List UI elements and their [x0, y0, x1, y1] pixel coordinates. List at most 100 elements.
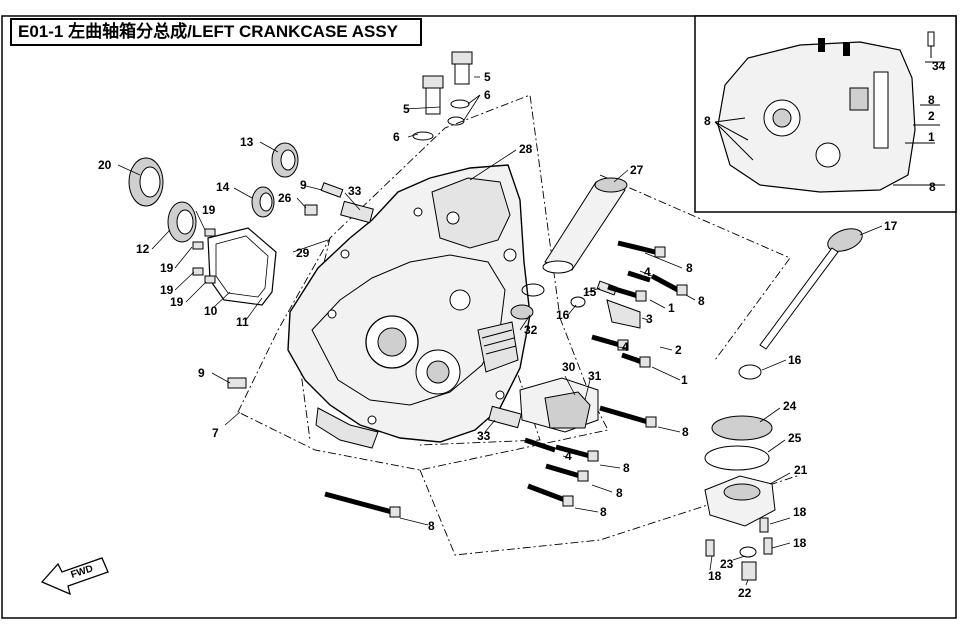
callout-label: 4 — [644, 265, 651, 279]
bolt-8-d-shank — [555, 444, 591, 459]
plug-5-left-head — [422, 75, 444, 89]
dowel-9-top — [320, 182, 344, 198]
bolt-8-f-head — [562, 495, 574, 507]
dashed-liner-guide — [419, 344, 541, 446]
callout-label: 10 — [204, 304, 218, 318]
callout-label: 19 — [160, 283, 174, 297]
tube-27-base — [542, 260, 574, 274]
fwd-arrow-icon — [40, 557, 109, 596]
bolt-4-a-shank — [627, 270, 651, 283]
forward-arrow: FWD — [40, 557, 109, 596]
dashed-tube-guide — [599, 174, 791, 361]
ring-16-right — [738, 364, 762, 380]
bolt-1-a-shank — [607, 284, 639, 299]
callout-label: 26 — [278, 191, 292, 205]
bolt-8-c-head — [645, 416, 657, 428]
bolt-8-e-head — [577, 470, 589, 482]
screw-19-b — [192, 241, 204, 250]
callout-label: 17 — [884, 219, 898, 233]
small-bore — [449, 289, 471, 311]
callout-label: 25 — [788, 431, 802, 445]
callout-label: 8 — [698, 294, 705, 308]
inset-leader-lines-right — [893, 61, 945, 186]
callout-label: 16 — [788, 353, 802, 367]
callout-label: 23 — [720, 557, 734, 571]
inset-tube — [873, 71, 889, 149]
cooling-ribs — [481, 329, 517, 355]
callout-label: 8 — [616, 486, 623, 500]
callout-label: 7 — [212, 426, 219, 440]
callout-label: 32 — [524, 323, 538, 337]
bolt-4-c-shank — [524, 437, 556, 453]
callout-label: 19 — [202, 203, 216, 217]
inset-leader-lines-left — [714, 117, 754, 161]
callout-label: 6 — [393, 130, 400, 144]
upper-boss — [431, 177, 511, 249]
bearing-12-inner — [176, 209, 194, 235]
callout-label: 28 — [519, 142, 533, 156]
callout-label: 8 — [600, 505, 607, 519]
callout-label: 8 — [686, 261, 693, 275]
bolt-hole-d — [495, 390, 505, 400]
washer-6-right-a — [450, 99, 470, 109]
callout-label: 33 — [348, 184, 362, 198]
callout-label: 33 — [477, 429, 491, 443]
callout-label: 31 — [588, 369, 602, 383]
callout-label: 1 — [928, 130, 935, 144]
bushing-33-top — [340, 200, 374, 224]
callout-label: 19 — [160, 261, 174, 275]
o-ring — [521, 283, 545, 297]
washer-6-right-b — [447, 116, 465, 126]
screw-19-d — [204, 275, 216, 284]
washer-6-left — [412, 131, 434, 141]
callout-label: 1 — [668, 301, 675, 315]
inset-plug-a — [818, 38, 825, 52]
bolt-8-f-shank — [527, 483, 566, 503]
callout-label: 9 — [300, 178, 307, 192]
bolt-8-a-shank — [617, 240, 656, 255]
callout-label: 2 — [928, 109, 935, 123]
bolt-18-right — [763, 537, 773, 555]
bracket-3 — [606, 299, 641, 329]
inset-sensor-34 — [927, 31, 935, 47]
inset-assembled-view — [694, 15, 957, 213]
callout-label: 27 — [630, 163, 644, 177]
tube-27-mouth — [594, 177, 628, 193]
callout-label: 14 — [216, 180, 230, 194]
cover-gasket-plate-inner — [215, 235, 269, 298]
bolt-1-a-head — [635, 290, 647, 302]
dashed-case-boundary — [237, 94, 609, 471]
cover-21-boss — [723, 483, 761, 501]
washer-23 — [739, 546, 757, 558]
bolt-4-b-shank — [591, 334, 621, 348]
callout-label: 3 — [646, 312, 653, 326]
bolt-1-b-head — [639, 356, 651, 368]
seal-32 — [510, 304, 534, 320]
ring-16-left — [570, 296, 586, 308]
bolt-hole-c — [413, 207, 423, 217]
shaft-bore-inner — [426, 360, 450, 384]
callout-label: 1 — [681, 373, 688, 387]
callout-label: 18 — [708, 569, 722, 583]
screen-24 — [711, 415, 773, 441]
callout-label: 5 — [403, 102, 410, 116]
callout-label: 18 — [793, 505, 807, 519]
bolt-8-e-shank — [545, 463, 581, 479]
callout-label: 2 — [675, 343, 682, 357]
dowel-pins — [227, 182, 522, 429]
callout-label: 24 — [783, 399, 797, 413]
bolt-8-d-head — [587, 450, 599, 462]
callout-label: 8 — [428, 519, 435, 533]
bolt-2-head — [617, 339, 629, 351]
callout-label: 11 — [236, 315, 249, 329]
upper-boss-hole — [446, 211, 460, 225]
callout-label: 15 — [583, 285, 597, 299]
callout-label: 8 — [929, 180, 936, 194]
drain-plugs — [412, 51, 473, 141]
bolt-hole-a — [327, 309, 337, 319]
strainer-cover — [704, 415, 776, 581]
callout-label: 12 — [136, 242, 150, 256]
callout-label: 5 — [484, 70, 491, 84]
